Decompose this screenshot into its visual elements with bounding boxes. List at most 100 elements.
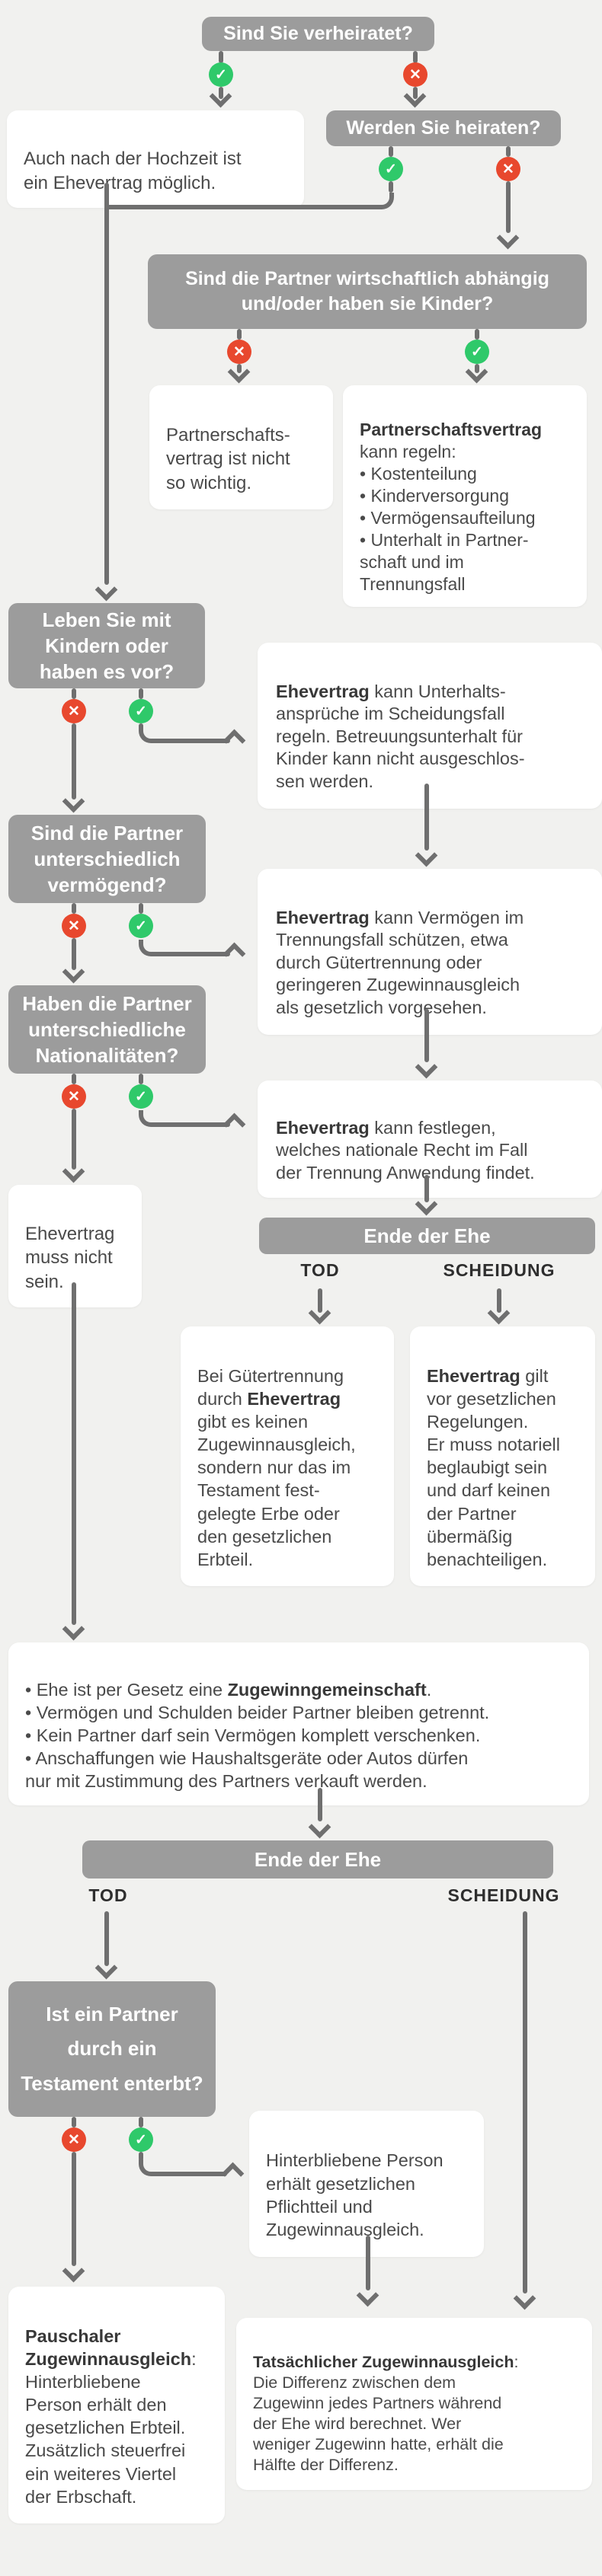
tod-label-2: TOD (88, 1885, 128, 1905)
info-partner-contract: Partnerschaftsvertrag kann regeln: • Kos… (343, 385, 587, 607)
connector-nationality-yes-horizontal (151, 1122, 230, 1127)
connector-disinherited-no-stub (72, 2117, 76, 2128)
question-dependent: Sind die Partner wirtschaftlich abhängig… (148, 254, 587, 329)
info-survivor-share: Hinterbliebene Person erhält gesetzliche… (249, 2111, 484, 2257)
info-lump-sum-rest: : Hinterbliebene Person erhält den geset… (25, 2349, 197, 2507)
info-asset-protection-rest: kann Vermögen im Trennungsfall schützen,… (276, 907, 524, 1018)
info-national-law-bold: Ehevertrag (276, 1117, 370, 1138)
cross-icon: ✕ (62, 699, 86, 723)
connector-wealth-yes-horizontal (151, 952, 230, 956)
arrowhead-down-icon (308, 1301, 331, 1325)
end-of-marriage-bar-2: Ende der Ehe (82, 1840, 553, 1879)
connector-married-yes-stub (219, 51, 223, 63)
connector-willmarry-no-line (506, 181, 511, 233)
connector-nationality-no-stub (72, 1074, 76, 1084)
info-no-contract-needed-text: Ehevertrag muss nicht sein. (25, 1223, 115, 1293)
info-partner-contract-bold: Partnerschaftsvertrag (360, 419, 543, 439)
arrowhead-right-icon (221, 2162, 245, 2185)
connector-curve-children-yes (139, 726, 155, 743)
info-survivor-share-text: Hinterbliebene Person erhält gesetzliche… (266, 2150, 443, 2240)
scheidung-label-1: SCHEIDUNG (443, 1260, 556, 1280)
check-icon: ✓ (129, 2128, 153, 2152)
info-after-wedding-text: Auch nach der Hochzeit ist ein Ehevertra… (24, 148, 242, 193)
connector-nationality-no-line (72, 1109, 76, 1170)
info-asset-protection-bold: Ehevertrag (276, 907, 370, 927)
connector-children-no-line (72, 723, 76, 800)
end-of-marriage-bar-1: Ende der Ehe (259, 1218, 595, 1254)
connector-nocontract-down (72, 1282, 76, 1625)
connector-tod2-line (104, 1911, 109, 1966)
arrowhead-right-icon (223, 1112, 246, 1136)
arrowhead-down-icon (94, 1956, 118, 1980)
connector-married-no-line (413, 87, 418, 99)
info-maintenance: Ehevertrag kann Unterhalts- ansprüche im… (258, 643, 602, 809)
arrowhead-down-icon (403, 85, 427, 108)
check-icon: ✓ (129, 1084, 153, 1109)
arrowhead-down-icon (227, 360, 251, 384)
info-after-wedding: Auch nach der Hochzeit ist ein Ehevertra… (7, 110, 304, 208)
info-partner-contract-unimportant-text: Partnerschafts- vertrag ist nicht so wic… (166, 424, 290, 494)
question-children: Leben Sie mit Kindern oder haben es vor? (8, 603, 205, 688)
connector-willmarry-yes-line (389, 181, 393, 193)
question-will-marry: Werden Sie heiraten? (326, 110, 561, 146)
check-icon: ✓ (465, 340, 489, 364)
question-nationality: Haben die Partner unterschiedliche Natio… (8, 985, 206, 1074)
cross-icon: ✕ (62, 1084, 86, 1109)
connector-disinherited-no-line (72, 2152, 76, 2266)
connector-married-yes-line (219, 87, 223, 99)
question-disinherited: Ist ein Partner durch ein Testament ente… (8, 1981, 216, 2117)
question-married: Sind Sie verheiratet? (202, 17, 434, 51)
check-icon: ✓ (379, 157, 403, 181)
connector-dependent-no-stub (237, 329, 242, 340)
info-separation-post: gibt es keinen Zugewinnausgleich, sonder… (197, 1412, 356, 1569)
arrowhead-down-icon (513, 2287, 536, 2310)
connector-wealth-no-line (72, 938, 76, 970)
connector-disinherited-yes-line (139, 2152, 143, 2161)
connector-wealth-yes-stub (139, 903, 143, 914)
connector-curve-willmarry-yes (377, 193, 394, 209)
info-separation-bold: Ehevertrag (247, 1389, 341, 1409)
info-partner-contract-unimportant: Partnerschafts- vertrag ist nicht so wic… (149, 385, 333, 509)
connector-nationallaw-down (424, 1175, 429, 1202)
connector-willmarry-yes-horizontal (107, 205, 379, 209)
arrowhead-down-icon (487, 1301, 511, 1325)
connector-wealth-no-stub (72, 903, 76, 914)
connector-defaults-down (318, 1788, 322, 1821)
arrowhead-down-icon (308, 1815, 331, 1839)
info-actual-equalization-bold: Tatsächlicher Zugewinnausgleich (253, 2353, 514, 2372)
connector-curve-disinherited-yes (139, 2159, 155, 2176)
info-separation-of-property: Bei Gütertrennung durch Ehevertrag gibt … (181, 1326, 394, 1586)
arrowhead-down-icon (62, 790, 85, 813)
check-icon: ✓ (129, 699, 153, 723)
info-maintenance-bold: Ehevertrag (276, 681, 370, 701)
connector-dependent-yes-line (475, 364, 479, 373)
connector-children-yes-stub (139, 688, 143, 699)
connector-children-yes-horizontal (151, 739, 230, 743)
cross-icon: ✕ (62, 914, 86, 938)
info-asset-protection: Ehevertrag kann Vermögen im Trennungsfal… (258, 869, 602, 1035)
cross-icon: ✕ (227, 340, 251, 364)
arrowhead-down-icon (62, 1617, 85, 1641)
cross-icon: ✕ (62, 2128, 86, 2152)
info-precedence-bold: Ehevertrag (427, 1366, 520, 1387)
info-contract-precedence: Ehevertrag gilt vor gesetzlichen Regelun… (410, 1326, 595, 1586)
arrowhead-down-icon (415, 1055, 438, 1079)
arrowhead-down-icon (62, 1160, 85, 1183)
info-actual-equalization-rest: : Die Differenz zwischen dem Zugewinn je… (253, 2353, 519, 2475)
info-partner-contract-rest: kann regeln: • Kostenteilung • Kinderver… (360, 441, 536, 594)
connector-survivor-down (366, 2236, 370, 2290)
scheidung-label-2: SCHEIDUNG (447, 1885, 560, 1905)
arrowhead-down-icon (415, 844, 438, 867)
info-national-law-rest: kann festlegen, welches nationale Recht … (276, 1117, 535, 1183)
check-icon: ✓ (129, 914, 153, 938)
check-icon: ✓ (209, 62, 233, 87)
tod-label-1: TOD (300, 1260, 340, 1280)
info-lump-sum: Pauschaler Zugewinnausgleich: Hinterblie… (8, 2287, 225, 2523)
info-national-law: Ehevertrag kann festlegen, welches natio… (258, 1081, 602, 1199)
connector-children-no-stub (72, 688, 76, 699)
connector-disinherited-yes-stub (139, 2117, 143, 2128)
connector-tod1-line (318, 1288, 322, 1313)
arrowhead-down-icon (496, 226, 520, 250)
question-wealth: Sind die Partner unterschiedlich vermöge… (8, 815, 206, 903)
info-legal-defaults: • Ehe ist per Gesetz eine Zugewinngemein… (8, 1642, 589, 1806)
